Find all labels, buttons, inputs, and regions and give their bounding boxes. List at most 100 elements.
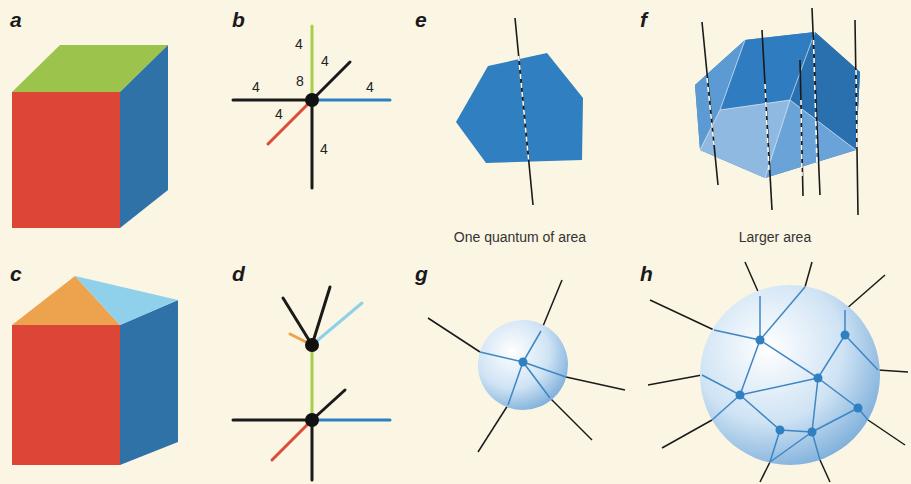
spin-number: 4 <box>273 107 285 122</box>
large-volume-sphere-part-part <box>760 310 845 378</box>
panel-letter: e <box>415 8 427 31</box>
cube-with-pyramid-part <box>75 276 178 325</box>
faceted-surface-part-part <box>702 22 718 185</box>
spin-network-two-vertices-part <box>233 419 312 422</box>
faceted-surface-part-part <box>855 20 858 215</box>
panel-letter: f <box>640 8 647 31</box>
faceted-surface-part-part <box>814 40 818 165</box>
area-polygon-part <box>519 56 529 161</box>
small-volume-sphere-part-part <box>523 331 541 362</box>
large-volume-sphere-part-part <box>740 378 818 395</box>
area-polygon-part <box>515 18 533 205</box>
large-volume-sphere-part-part <box>756 336 765 345</box>
spin-network-vertex <box>233 26 390 188</box>
spin-network-two-vertices-part <box>283 298 312 345</box>
spin-network-vertex-part <box>311 26 314 97</box>
large-volume-sphere-part-part <box>662 420 712 448</box>
large-volume-sphere <box>648 262 908 482</box>
large-volume-sphere-part-part <box>814 374 823 383</box>
spin-network-two-vertices-part <box>305 338 319 352</box>
large-volume-sphere-part-part <box>770 430 780 462</box>
small-volume-sphere-part-part <box>523 362 550 398</box>
caption: One quantum of area <box>454 230 586 245</box>
small-volume-sphere-part-part <box>478 405 508 452</box>
spin-network-two-vertices-part <box>272 420 312 460</box>
faceted-surface-part <box>695 32 860 178</box>
spin-number: 4 <box>364 80 376 95</box>
panel-letter: d <box>232 262 245 285</box>
large-volume-sphere-part-part <box>820 460 830 482</box>
cube-with-pyramid-part <box>12 325 120 465</box>
spin-number: 8 <box>294 74 306 89</box>
faceted-surface-part <box>765 100 856 178</box>
spin-network-two-vertices-part <box>311 420 314 480</box>
faceted-surface-part-part <box>700 40 745 150</box>
panel-letter: h <box>640 262 653 285</box>
cube-with-pyramid-part <box>120 300 178 465</box>
cube-part <box>12 92 120 228</box>
small-volume-sphere <box>428 280 625 452</box>
small-volume-sphere-part-part <box>566 377 625 390</box>
large-volume-sphere-part-part <box>845 335 878 370</box>
spin-network-vertex-part <box>312 99 390 102</box>
caption: Larger area <box>739 230 811 245</box>
large-volume-sphere-part-part <box>760 287 805 340</box>
large-volume-sphere-part-part <box>736 391 745 400</box>
large-volume-sphere-part <box>648 262 908 482</box>
spin-network-vertex-part <box>233 99 312 102</box>
faceted-surface-part-part <box>800 60 803 196</box>
spin-number: 4 <box>293 37 305 52</box>
faceted-surface-part-part <box>707 78 714 145</box>
large-volume-sphere-part-part <box>745 262 760 296</box>
small-volume-sphere-part-part <box>550 398 592 440</box>
faceted-surface-part-part <box>812 8 820 195</box>
small-volume-sphere-part-part <box>541 280 562 331</box>
large-volume-sphere-part-part <box>650 300 714 330</box>
cube-with-pyramid <box>12 276 178 465</box>
small-volume-sphere-part <box>428 280 625 452</box>
large-volume-sphere-part-part <box>760 462 770 482</box>
cube <box>12 45 168 228</box>
faceted-surface-part-part <box>765 84 769 170</box>
spin-network-two-vertices-part <box>312 303 362 345</box>
spin-network-two-vertices <box>233 287 390 480</box>
small-volume-sphere-part <box>519 358 528 367</box>
large-volume-sphere-part-part <box>812 378 818 432</box>
area-polygon-part <box>456 53 583 163</box>
panel-letter: c <box>10 262 22 285</box>
large-volume-sphere-part-part <box>805 262 812 287</box>
faceted-surface-part-part <box>801 100 802 176</box>
large-volume-sphere-part-part <box>702 340 760 395</box>
large-volume-sphere-part-part <box>812 408 858 460</box>
small-volume-sphere-part <box>480 331 566 405</box>
spin-network-vertex-part <box>305 93 319 107</box>
spin-network-two-vertices-part <box>311 345 314 420</box>
panel-letter: a <box>10 8 22 31</box>
faceted-surface-part-part <box>765 32 815 178</box>
panel-letter: g <box>415 262 428 285</box>
large-volume-sphere-part-part <box>714 296 760 340</box>
faceted-surface-part-part <box>762 30 772 210</box>
faceted-surface-part <box>700 32 856 178</box>
spin-network-vertex-part <box>311 97 314 188</box>
area-polygon <box>456 18 583 205</box>
spin-network-vertex-part <box>312 62 350 100</box>
faceted-surface-part <box>702 8 858 215</box>
spin-network-vertex-part <box>268 100 312 144</box>
large-volume-sphere-part-part <box>712 395 740 420</box>
small-volume-sphere-part-part <box>428 318 480 352</box>
large-volume-sphere-part-part <box>868 420 905 445</box>
faceted-surface-part-part <box>720 100 856 150</box>
large-volume-sphere-part <box>700 285 880 465</box>
spin-number: 4 <box>318 142 330 157</box>
large-volume-sphere-part <box>736 331 863 437</box>
spin-network-two-vertices-part <box>312 419 390 422</box>
small-volume-sphere-part-part <box>480 352 523 362</box>
large-volume-sphere-part-part <box>818 378 868 420</box>
large-volume-sphere-part-part <box>878 370 908 372</box>
faceted-surface-part <box>707 40 857 176</box>
large-volume-sphere-part-part <box>808 428 817 437</box>
large-volume-sphere-part-part <box>740 395 812 432</box>
large-volume-sphere-part-part <box>770 432 812 462</box>
